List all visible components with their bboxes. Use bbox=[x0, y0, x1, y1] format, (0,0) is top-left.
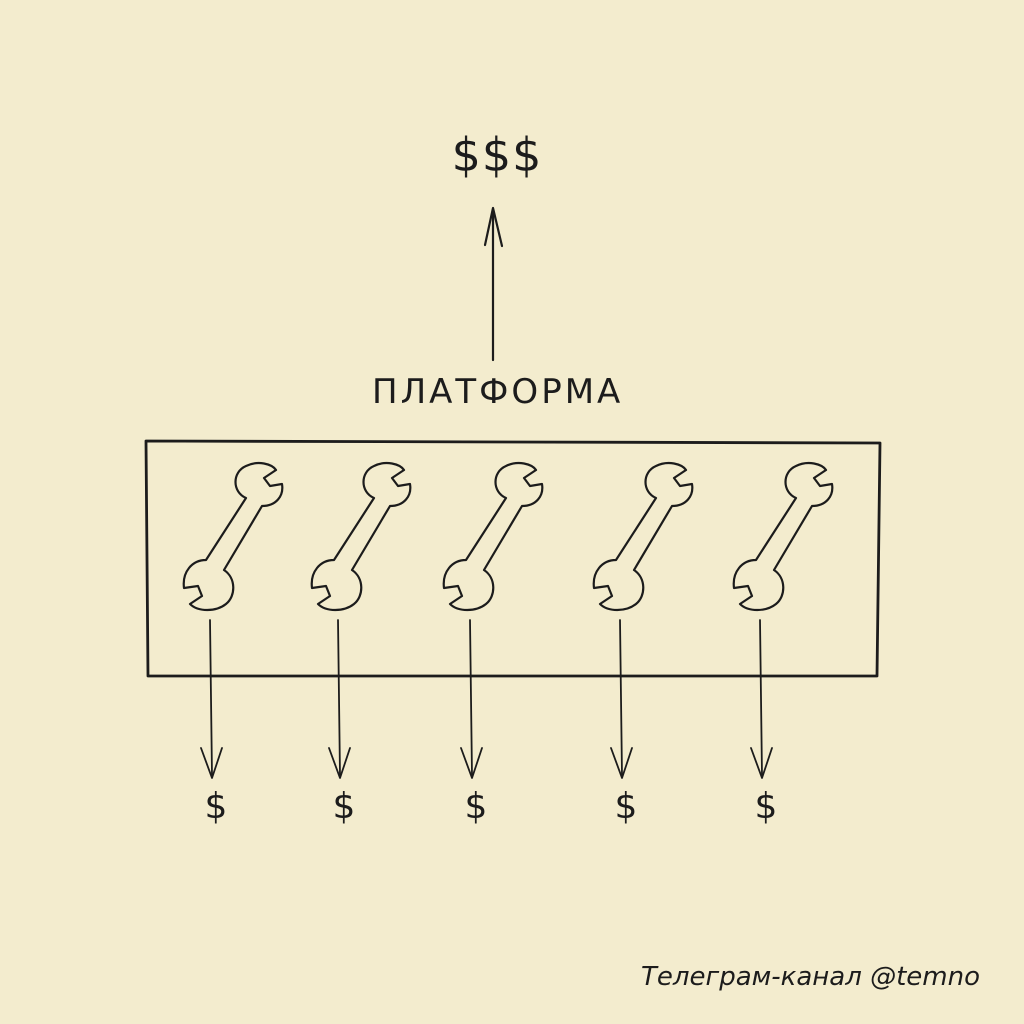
down-arrow-head bbox=[460, 747, 483, 779]
down-arrow-head bbox=[200, 747, 223, 779]
down-arrow-head bbox=[750, 747, 773, 779]
wrench-icon bbox=[182, 461, 284, 612]
payout-label: $ bbox=[754, 786, 778, 827]
payout-label: $ bbox=[614, 786, 638, 827]
payout-label: $ bbox=[464, 786, 488, 827]
down-arrow-line bbox=[469, 619, 473, 777]
wrench-icon bbox=[442, 461, 544, 612]
channel-credit: Телеграм-канал @temno bbox=[641, 962, 980, 992]
payout-label: $ bbox=[204, 786, 228, 827]
platform-box bbox=[144, 439, 882, 678]
down-arrow-head bbox=[610, 747, 633, 779]
payout-label: $ bbox=[332, 786, 356, 827]
up-arrow-head bbox=[483, 206, 504, 248]
down-arrow-line bbox=[759, 619, 763, 777]
wrench-icon bbox=[310, 461, 412, 612]
platform-label: ПЛАТФОРМА bbox=[372, 372, 624, 412]
down-arrow-head bbox=[328, 747, 351, 779]
tools-layer bbox=[182, 461, 834, 779]
down-arrow-line bbox=[619, 619, 623, 777]
wrench-icon bbox=[592, 461, 694, 612]
wrench-icon bbox=[732, 461, 834, 612]
revenue-label: $$$ bbox=[451, 128, 543, 182]
down-arrow-line bbox=[209, 619, 213, 777]
down-arrow-line bbox=[337, 619, 341, 777]
